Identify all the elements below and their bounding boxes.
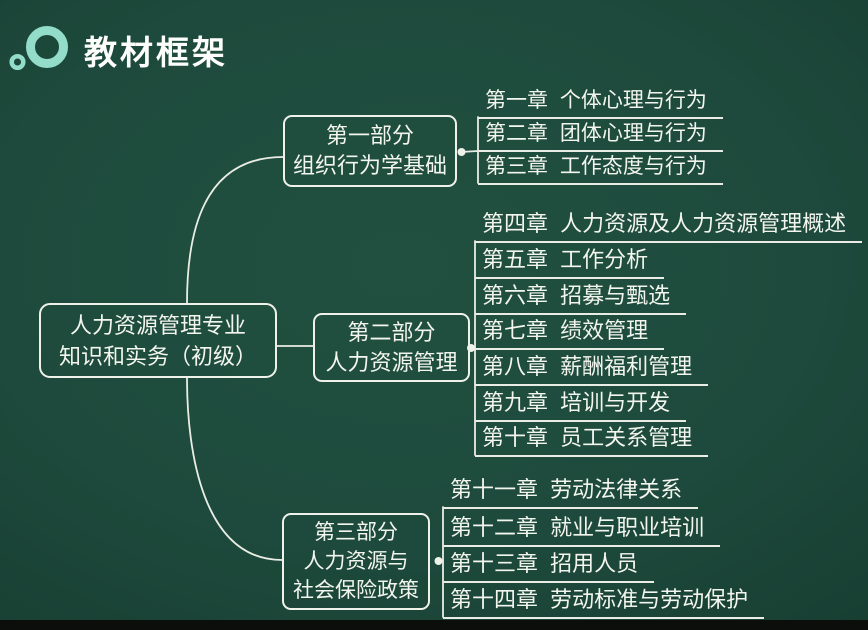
chapter-8: 第八章 薪酬福利管理 [475,351,709,386]
page-title: 教材框架 [84,34,228,71]
part2-line1: 第二部分 [347,319,436,345]
chapter-6: 第六章 招募与甄选 [475,280,687,315]
part1-stub [460,150,479,153]
branch3-curve [186,377,283,561]
part3-line1: 第三部分 [314,521,398,544]
root-line2: 知识和实务（初级） [58,343,257,369]
chapter-10: 第十章 员工关系管理 [475,422,709,457]
header: 教材框架 [0,0,868,90]
root-line1: 人力资源管理专业 [69,312,246,338]
branch-node-part1: 第一部分 组织行为学基础 [283,115,457,187]
chapter-12: 第十二章 就业与职业培训 [443,512,721,547]
chapter-5: 第五章 工作分析 [475,244,665,279]
branch1-curve [186,156,284,304]
letterbox-bar [0,620,868,630]
chapter-14: 第十四章 劳动标准与劳动保护 [443,584,765,619]
branch-node-part3: 第三部分 人力资源与 社会保险政策 [282,513,430,610]
chapter-1: 第一章 个体心理与行为 [478,86,723,119]
chapter-9: 第九章 培训与开发 [475,387,687,422]
chapter-3: 第三章 工作态度与行为 [478,152,723,185]
chapter-4: 第四章 人力资源及人力资源管理概述 [475,208,863,243]
part3-dot [434,557,443,565]
logo-icon [9,26,68,71]
root-node: 人力资源管理专业 知识和实务（初级） [39,303,277,378]
chapter-11: 第十一章 劳动法律关系 [443,474,699,509]
part3-line3: 社会保险政策 [293,579,419,602]
chapter-2: 第二章 团体心理与行为 [478,119,723,152]
part1-line1: 第一部分 [325,123,414,148]
chapter-7: 第七章 绩效管理 [475,315,665,350]
part1-line2: 组织行为学基础 [292,153,447,178]
part1-dot [457,148,466,156]
branch-node-part2: 第二部分 人力资源管理 [313,313,470,382]
part3-line2: 人力资源与 [303,550,409,573]
chapter-13: 第十三章 招用人员 [443,548,655,583]
part2-line2: 人力资源管理 [325,349,458,375]
